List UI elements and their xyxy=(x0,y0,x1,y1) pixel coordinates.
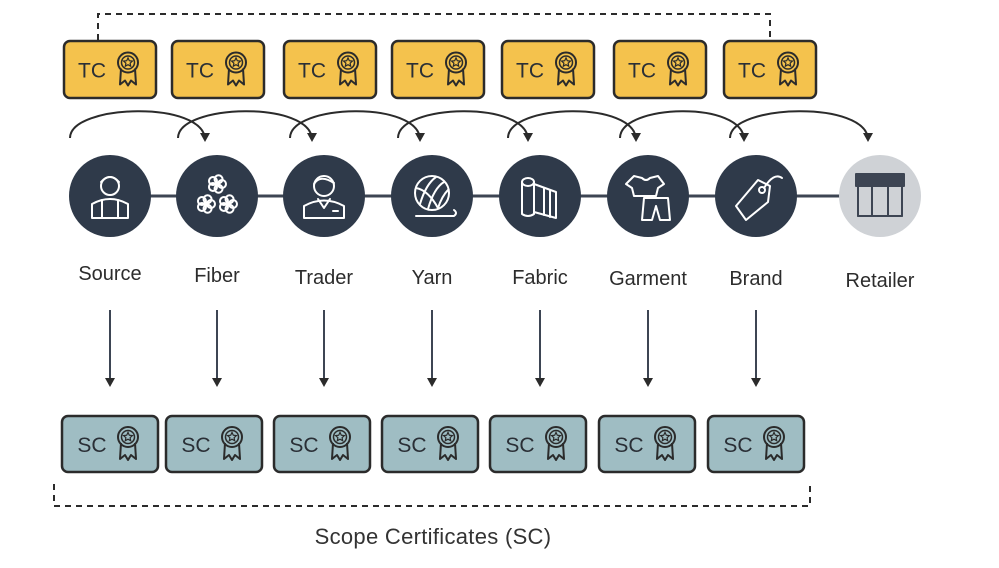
sc-certificate-3: SC xyxy=(272,414,372,474)
tc-certificate-5: TC xyxy=(500,39,596,100)
sc-certificate-1-ribbon-icon xyxy=(117,426,139,461)
scope-certificates-caption: Scope Certificates (SC) xyxy=(314,524,552,549)
stage-label-garment: Garment xyxy=(609,268,687,290)
tc-arrow-3 xyxy=(289,110,425,142)
tc-arrow-6 xyxy=(619,110,749,142)
tc-certificate-1-ribbon-icon xyxy=(117,51,139,87)
stage-label-fabric: Fabric xyxy=(512,267,568,289)
tc-arrow-1 xyxy=(69,110,210,142)
sc-certificate-6-label: SC xyxy=(614,434,643,457)
tc-bracket xyxy=(97,13,771,40)
sc-bracket xyxy=(53,484,811,507)
tc-certificate-4: TC xyxy=(390,39,486,100)
tc-certificate-3: TC xyxy=(282,39,378,100)
stage-node-brand xyxy=(715,155,797,237)
stage-node-fiber xyxy=(176,155,258,237)
sc-certificate-3-label: SC xyxy=(289,434,318,457)
tc-certificate-2-ribbon-icon xyxy=(225,51,247,87)
trader-icon xyxy=(303,175,345,219)
person-icon xyxy=(91,176,129,219)
sc-certificate-3-ribbon-icon xyxy=(329,426,351,461)
tc-certificate-3-ribbon-icon xyxy=(337,51,359,87)
sc-certificate-5-label: SC xyxy=(505,434,534,457)
sc-certificate-6: SC xyxy=(597,414,697,474)
tc-certificate-7-label: TC xyxy=(738,60,766,83)
sc-certificate-1: SC xyxy=(60,414,160,474)
tc-certificate-7: TC xyxy=(722,39,818,100)
stage-label-source: Source xyxy=(78,263,142,285)
tc-certificate-2-label: TC xyxy=(186,60,214,83)
stage-label-fiber: Fiber xyxy=(194,265,240,287)
tc-certificate-1-label: TC xyxy=(78,60,106,83)
sc-certificate-5-ribbon-icon xyxy=(545,426,567,461)
tc-certificate-3-label: TC xyxy=(298,60,326,83)
tc-certificate-6: TC xyxy=(612,39,708,100)
stage-node-source xyxy=(69,155,151,237)
yarn-ball-icon xyxy=(414,175,457,217)
sc-certificate-4-ribbon-icon xyxy=(437,426,459,461)
sc-certificate-2-label: SC xyxy=(181,434,210,457)
fabric-roll-icon xyxy=(521,177,557,219)
tc-certificate-5-label: TC xyxy=(516,60,544,83)
sc-certificate-1-label: SC xyxy=(77,434,106,457)
stage-node-fabric xyxy=(499,155,581,237)
tc-arrow-2 xyxy=(177,110,317,142)
stage-node-yarn xyxy=(391,155,473,237)
tc-certificate-5-ribbon-icon xyxy=(555,51,577,87)
sc-certificate-7: SC xyxy=(706,414,806,474)
tc-certificate-7-ribbon-icon xyxy=(777,51,799,87)
sc-certificate-4-label: SC xyxy=(397,434,426,457)
stage-label-retailer: Retailer xyxy=(845,270,915,292)
sc-certificate-2: SC xyxy=(164,414,264,474)
stage-label-brand: Brand xyxy=(729,268,783,290)
stage-label-trader: Trader xyxy=(294,267,354,289)
tc-arrow-4 xyxy=(397,110,533,142)
store-icon xyxy=(855,173,905,217)
tc-arrow-5 xyxy=(507,110,641,142)
cotton-icon xyxy=(196,174,238,214)
stage-node-garment xyxy=(607,155,689,237)
stage-node-trader xyxy=(283,155,365,237)
stage-node-retailer xyxy=(839,155,921,237)
stage-label-yarn: Yarn xyxy=(411,267,453,289)
sc-certificate-2-ribbon-icon xyxy=(221,426,243,461)
tc-certificate-6-ribbon-icon xyxy=(667,51,689,87)
tc-certificate-4-label: TC xyxy=(406,60,434,83)
tc-certificate-1: TC xyxy=(62,39,158,100)
tc-certificate-4-ribbon-icon xyxy=(445,51,467,87)
sc-certificate-5: SC xyxy=(488,414,588,474)
tag-icon xyxy=(735,175,783,221)
tc-certificate-6-label: TC xyxy=(628,60,656,83)
sc-certificate-7-ribbon-icon xyxy=(763,426,785,461)
sc-certificate-7-label: SC xyxy=(723,434,752,457)
tc-arrow-7 xyxy=(729,110,873,142)
sc-certificate-6-ribbon-icon xyxy=(654,426,676,461)
tc-certificate-2: TC xyxy=(170,39,266,100)
sc-certificate-4: SC xyxy=(380,414,480,474)
garment-icon xyxy=(625,175,671,221)
